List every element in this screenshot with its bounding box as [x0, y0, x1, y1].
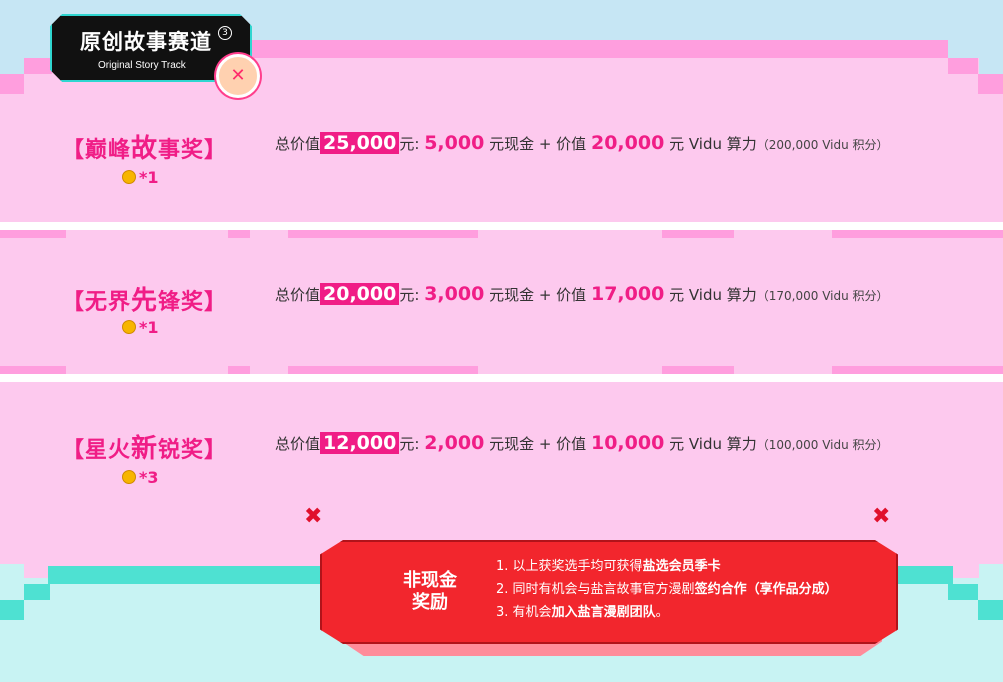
- sparkle-icon: ✖: [304, 504, 323, 529]
- main-panel-inner: [24, 58, 979, 578]
- non-cash-title: 非现金 奖励: [403, 570, 457, 613]
- pixel-step: [978, 600, 1003, 620]
- pixel-step: [978, 74, 1003, 94]
- award-name-2: 【无界先锋奖】: [62, 286, 228, 316]
- non-cash-list: 1. 以上获奖选手均可获得盐选会员季卡 2. 同时有机会与盐言故事官方漫剧签约合…: [496, 555, 838, 624]
- pixel-step: [948, 584, 978, 600]
- list-item: 2. 同时有机会与盐言故事官方漫剧签约合作（享作品分成）: [496, 582, 838, 597]
- non-cash-box: [320, 540, 898, 644]
- list-item: 1. 以上获奖选手均可获得盐选会员季卡: [496, 559, 721, 574]
- pixel-step: [0, 74, 24, 94]
- award-count-2: *1: [122, 318, 159, 337]
- pixel-step: [24, 58, 52, 74]
- award-count-1: *1: [122, 168, 159, 187]
- list-item: 3. 有机会加入盐言漫剧团队。: [496, 605, 669, 620]
- pixel-step: [0, 600, 24, 620]
- top-pixel-border: [250, 40, 948, 58]
- award-name-1: 【巅峰故事奖】: [62, 134, 228, 164]
- medal-icon: [122, 170, 136, 184]
- sparkle-icon: ✖: [872, 504, 891, 529]
- award-count-3: *3: [122, 468, 159, 487]
- medal-icon: [122, 470, 136, 484]
- award-name-3: 【星火新锐奖】: [62, 434, 228, 464]
- track-title: 原创故事赛道: [80, 30, 212, 54]
- track-subtitle: Original Story Track: [98, 60, 186, 71]
- row-divider: [0, 366, 1003, 382]
- track-number: 3: [218, 26, 232, 40]
- pixel-sticker-icon: ✕: [216, 54, 260, 98]
- medal-icon: [122, 320, 136, 334]
- row-divider: [0, 222, 1003, 238]
- pixel-step: [24, 584, 50, 600]
- pixel-step: [948, 58, 978, 74]
